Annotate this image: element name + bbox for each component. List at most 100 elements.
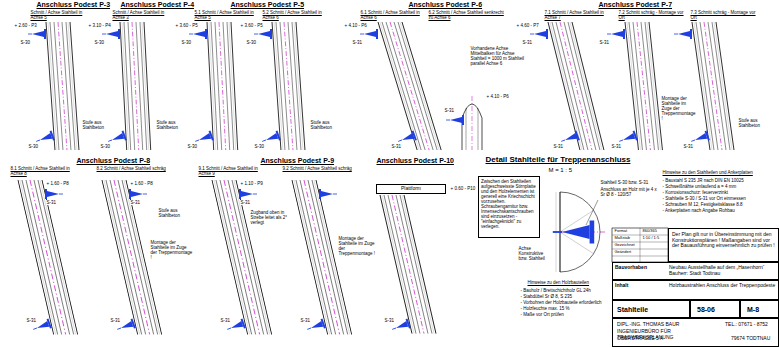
- detail-heading: Anschluss Podest P-8: [76, 157, 151, 165]
- scale-label: M = 1 : 5: [548, 167, 573, 174]
- note-text: - Stahlteile S-30 / S-31 vor Ort einmess…: [662, 196, 775, 201]
- callout-label: + 4.60 - P7: [516, 23, 539, 28]
- callout-label: S-30: [254, 144, 265, 149]
- note-text: Zugband oben in Strebe leitet als 2° ver…: [250, 210, 289, 225]
- stringer: [625, 22, 662, 150]
- steel-bracket: [129, 189, 147, 199]
- cell-text: 79674 TODTNAU: [731, 336, 777, 342]
- note-text: Stufe aus Stahlbeton: [738, 118, 769, 128]
- callout-label: + 0.60 - P10: [450, 186, 476, 191]
- drawing-line: [466, 108, 467, 150]
- cell-text: Neubau Ausstellhalle auf dem „Hasenhorn“…: [669, 265, 777, 276]
- detail-heading: Anschluss Podest P-9: [260, 157, 335, 165]
- cell-text: TEL.: 07671 - 8752: [725, 322, 777, 328]
- steel-bracket: [360, 29, 378, 39]
- callout-label: S-31: [130, 200, 141, 205]
- cell-text: Der Plan gilt nur in Übereinstimmung mit…: [672, 232, 776, 249]
- note-text: - Stabdübel Sr Ø 8, S 235: [520, 294, 609, 299]
- title-block-cell: 58-06: [690, 300, 740, 318]
- callout-label: + 3.60 - P5: [175, 23, 198, 28]
- detail-heading: Anschluss Podest P-4: [120, 1, 195, 9]
- table-cell: Format: [614, 229, 628, 233]
- detail-heading: Anschluss Podest P-5: [230, 1, 305, 9]
- callout-label: S-31: [384, 318, 395, 323]
- cell-heading: Bauvorhaben: [615, 265, 665, 271]
- note-text: Stufe aus Stahlbeton: [158, 208, 189, 218]
- steel-bracket: [674, 29, 692, 39]
- note-text: Achse Konstruktive bzw. Stahlteil: [518, 246, 553, 261]
- cell-text: Holzbaustrahlen Anschluss der Treppenpod…: [669, 283, 777, 289]
- section-title: Hinweise zu den Holzbauteilen: [527, 280, 612, 285]
- callout-label: S-31: [611, 144, 622, 149]
- steel-bracket: [446, 115, 464, 125]
- note-text: Stufe aus Stahlbeton: [310, 120, 337, 130]
- cell-text: OBERSTRASSE 5 A: [617, 336, 717, 342]
- detail-heading: Anschluss Podest P-6: [408, 1, 483, 9]
- callout-label: + 1.60 - P8: [46, 181, 69, 186]
- table-cell: 860/365: [642, 229, 657, 233]
- stringer: [292, 180, 352, 334]
- steel-bracket: [319, 189, 337, 199]
- steel-bracket: [254, 29, 272, 39]
- section-title: 5.2 Schnitt / Achse Stahlteil in Achse 6: [262, 10, 325, 20]
- stringer: [692, 22, 734, 150]
- callout-label: + 4.10 - P6: [344, 23, 367, 28]
- section-title: 9.1 Schnitt / Achse Stahlteil in Achse 9: [198, 166, 271, 176]
- callout-label: S-30: [94, 40, 105, 45]
- steel-bracket: [189, 29, 207, 39]
- callout-label: + 1.10 - P9: [240, 181, 263, 186]
- callout-label: S-31: [46, 200, 57, 205]
- callout-label: S-31: [110, 318, 121, 323]
- leader-line: [586, 200, 598, 225]
- section-title: 5.1 Schnitt / Achse Stahlteil in Achse 5: [194, 10, 257, 20]
- note-text: - Bauholz / Brettschichtholz GL 24h: [520, 288, 609, 293]
- callout-label: + 3.10 - P4: [88, 23, 111, 28]
- callout-label: S-31: [352, 40, 363, 45]
- cell-text: 58-06: [697, 306, 737, 314]
- callout-label: S-31: [240, 200, 251, 205]
- title-block-cell: Stahlteile: [612, 300, 690, 318]
- callout-label: S-30: [246, 40, 257, 45]
- callout-label: + 2.60 - P3: [14, 23, 37, 28]
- stringer: [120, 22, 151, 150]
- callout-label: + 4.10 - P6: [486, 94, 509, 99]
- callout-label: S-31: [220, 318, 231, 323]
- cell-text: DIPL.-ING. THOMAS BAUR: [617, 322, 721, 328]
- platform-box: Plattform: [376, 184, 446, 194]
- note-text: Anschluss an Holz mit je 4 x Sr Ø 8 - 12…: [600, 187, 659, 197]
- steel-bracket: [553, 221, 594, 244]
- stringer: [380, 195, 436, 334]
- detail-heading: Detail Stahlteile für Treppenanschluss: [485, 156, 631, 165]
- stringer: [212, 180, 272, 334]
- section-title: 8.1 Schnitt / Achse Stahlteil in Achse 8: [10, 166, 83, 176]
- section-title: Hinweise zu den Stahlteilen und Ankerpla…: [662, 170, 775, 175]
- table-cell: 1:10 / 1:5: [642, 236, 660, 240]
- title-block-cell: Der Plan gilt nur in Übereinstimmung mit…: [668, 228, 779, 262]
- note-text: - Korrosionsschutz: feuerverzinkt: [662, 190, 775, 195]
- callout-label: S-31: [444, 108, 455, 113]
- stringer: [548, 22, 604, 150]
- cell-heading: Inhalt: [615, 283, 665, 289]
- callout-label: S-30: [20, 40, 31, 45]
- detail-heading: Anschluss Podest P-10: [376, 157, 454, 165]
- detail-heading: Anschluss Podest P-7: [598, 1, 673, 9]
- callout-label: + 1.60 - P8: [130, 181, 153, 186]
- section-title: Schnitt / Achse Stahlteil in Achse 5: [30, 10, 93, 20]
- section-title: 9.2 Schnitt / Achse Stahlteil schräg: [282, 166, 355, 171]
- callout-label: S-31: [26, 318, 37, 323]
- cell-text: Zwischen den Stahlteilen aufgeschweisste…: [481, 179, 538, 229]
- steel-bracket: [28, 29, 46, 39]
- callout-label: + 3.60 - P5: [240, 23, 263, 28]
- callout-label: S-31: [553, 144, 564, 149]
- drawing-line: [478, 108, 479, 150]
- note-text: Montage der Stahlteile im Zuge der Trepp…: [338, 236, 377, 256]
- stringer: [378, 22, 441, 150]
- stringer: [18, 180, 78, 334]
- section-title: 6.2 Schnitt / Achse Stahlteil senkrecht …: [428, 10, 509, 20]
- callout-label: S-31: [683, 144, 694, 149]
- callout-label: S-31: [599, 40, 610, 45]
- steel-bracket: [239, 189, 257, 199]
- note-text: - Baustahl S 235 JR nach DIN EN 10025: [662, 178, 775, 183]
- callout-label: S-31: [522, 40, 533, 45]
